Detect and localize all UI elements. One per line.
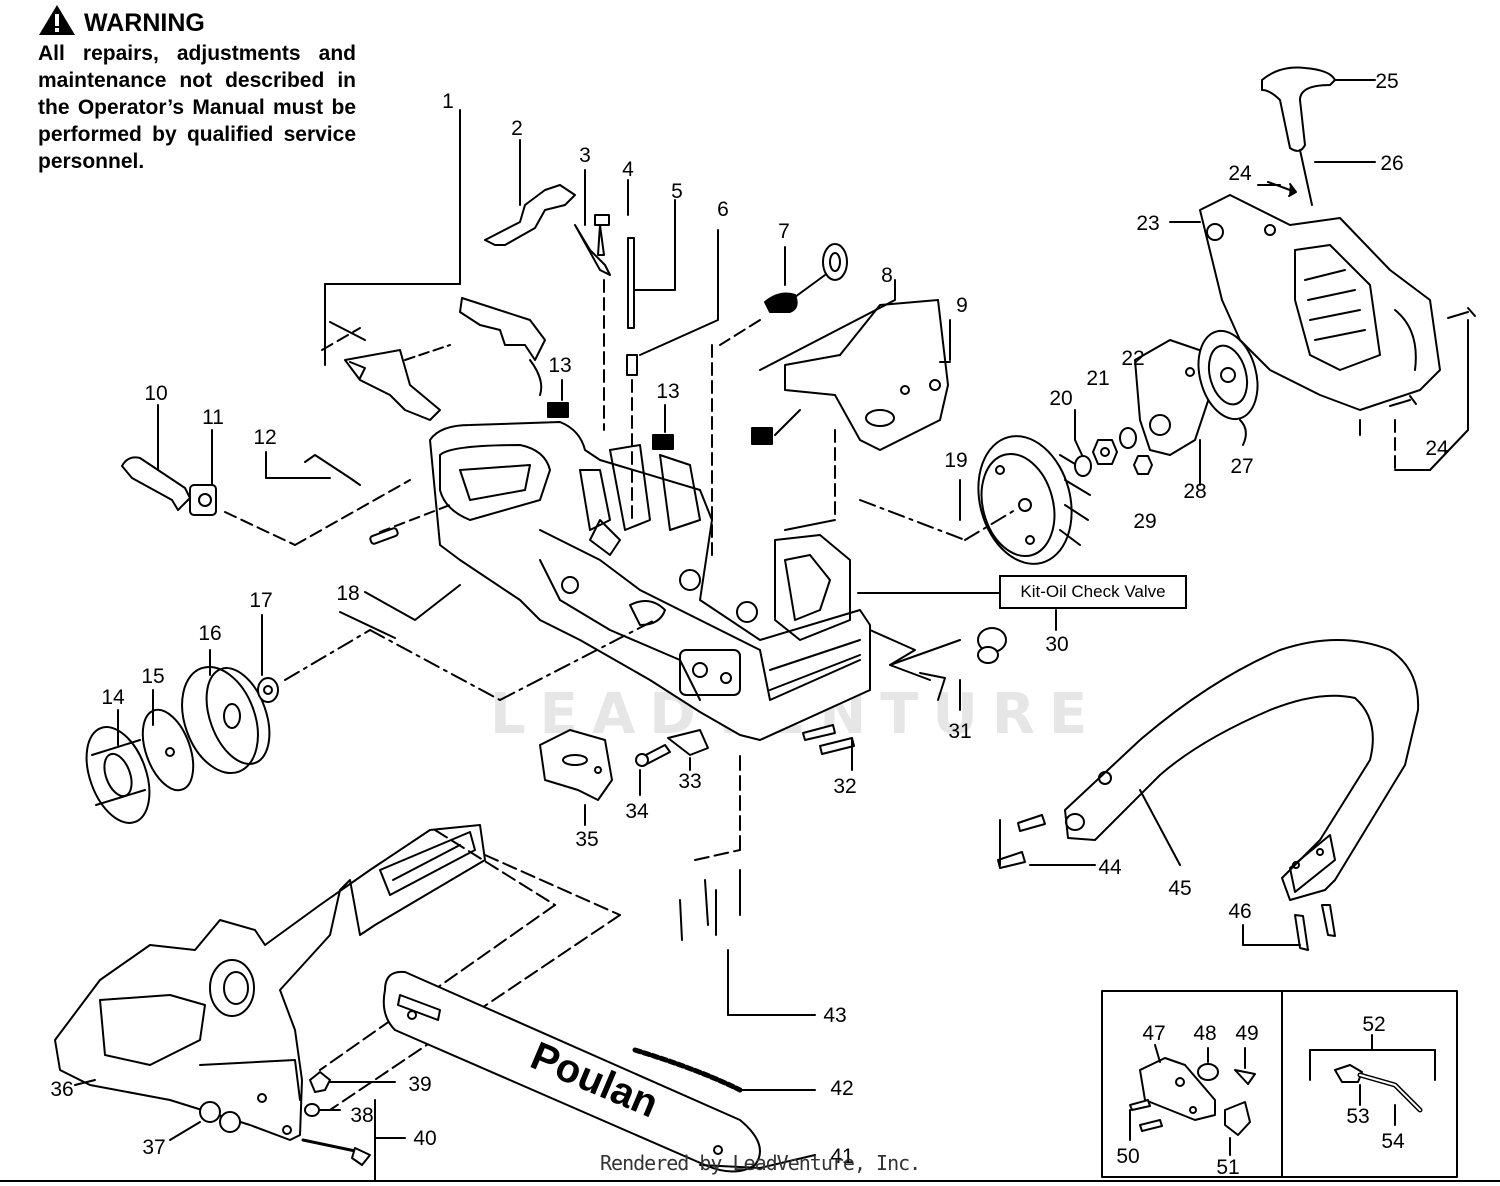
throttle-rod	[626, 199, 676, 521]
part-number-label: 6	[717, 198, 729, 221]
part-number-label: 2	[511, 117, 523, 140]
part-number-label: 51	[1216, 1156, 1239, 1179]
part-number-label: 38	[350, 1104, 373, 1127]
fuel-filter	[719, 243, 848, 346]
bolts-32	[802, 724, 855, 771]
starter-pawl-disc	[1197, 329, 1259, 446]
part-number-label: 23	[1136, 212, 1159, 235]
part-number-label: 44	[1098, 856, 1122, 879]
part-number-label: 7	[778, 220, 790, 243]
screws-24	[1257, 181, 1476, 471]
bottom-rule	[0, 1180, 1500, 1182]
part-number-label: 3	[579, 144, 591, 167]
spring-and-pin	[574, 169, 629, 431]
part-number-label: 27	[1230, 455, 1253, 478]
warning-block: WARNING All repairs, adjustments and mai…	[38, 4, 356, 175]
warning-text: All repairs, adjustments and maintenance…	[38, 42, 356, 173]
clutch-assembly	[85, 614, 656, 824]
muffler-shield	[751, 279, 951, 531]
part-number-label: 4	[622, 158, 634, 181]
part-number-label: 50	[1116, 1145, 1139, 1168]
part-number-label: 54	[1381, 1130, 1405, 1153]
part-number-label: 22	[1121, 347, 1144, 370]
trigger-lock	[484, 139, 576, 246]
warning-heading: WARNING	[38, 4, 356, 43]
part-number-label: 1	[442, 90, 454, 113]
part-number-label: 15	[141, 665, 164, 688]
part-number-label: 18	[336, 582, 359, 605]
warning-triangle-icon	[38, 4, 76, 43]
part-number-label: 12	[253, 426, 276, 449]
part-number-label: 47	[1142, 1022, 1165, 1045]
front-handle	[1064, 639, 1420, 901]
part-number-label: 20	[1049, 387, 1072, 410]
part-number-label: 39	[408, 1073, 431, 1096]
part-number-label: 43	[823, 1004, 846, 1027]
saw-chain	[632, 1047, 816, 1093]
part-number-label: 11	[202, 406, 224, 429]
part-number-label: 24	[1228, 162, 1252, 185]
part-number-label: 52	[1362, 1013, 1385, 1036]
part-number-label: 46	[1228, 900, 1251, 923]
part-number-label: 14	[101, 686, 125, 709]
warning-title: WARNING	[84, 8, 205, 37]
part-number-label: 35	[575, 828, 598, 851]
part-number-label: 19	[944, 449, 967, 472]
part-number-label: 24	[1425, 437, 1449, 460]
part-number-label: 25	[1375, 70, 1398, 93]
part-number-label: 32	[833, 775, 856, 798]
part-number-label: 29	[1133, 510, 1156, 533]
part-number-label: 41	[830, 1145, 853, 1168]
part-number-label: 13	[656, 380, 679, 403]
part-number-label: 16	[198, 622, 221, 645]
handle-bolts	[997, 814, 1336, 951]
part-number-label: 49	[1235, 1022, 1258, 1045]
part-number-label: 36	[50, 1078, 73, 1101]
part-number-label: 26	[1380, 152, 1403, 175]
footer-credit: Rendered by LeadVenture, Inc.	[600, 1151, 921, 1175]
part-number-label: 40	[413, 1127, 436, 1150]
part-number-label: 33	[678, 770, 701, 793]
engine-housing	[429, 421, 871, 741]
part-number-label: 31	[948, 720, 971, 743]
kit-oil-check-valve-callout: Kit-Oil Check Valve	[999, 575, 1187, 609]
bar-plate	[539, 729, 613, 826]
chain-brake-lever	[121, 404, 411, 546]
part-number-label: 17	[249, 589, 272, 612]
bolts-43	[679, 749, 816, 1016]
part-number-label: 30	[1045, 633, 1068, 656]
part-number-label: 9	[956, 294, 968, 317]
starter-handle	[1261, 66, 1376, 206]
part-number-label: 28	[1183, 480, 1206, 503]
clutch-cover	[54, 824, 486, 1141]
part-number-label: 53	[1346, 1105, 1369, 1128]
flywheel	[859, 435, 1091, 565]
guide-bar: Poulan	[382, 970, 816, 1173]
part-number-label: 42	[830, 1077, 853, 1100]
starter-pulley	[1134, 339, 1211, 486]
part-number-label: 34	[625, 800, 649, 823]
part-number-label: 8	[881, 264, 893, 287]
part-number-label: 37	[142, 1136, 165, 1159]
part-number-label: 13	[548, 354, 571, 377]
part-number-label: 21	[1086, 367, 1109, 390]
oil-hose-parts	[1309, 1034, 1436, 1126]
starter-housing	[1169, 194, 1441, 411]
part-number-label: 5	[671, 180, 683, 203]
throttle-assembly	[321, 109, 546, 421]
oil-pump-parts	[1129, 1044, 1256, 1156]
part-number-label: 10	[144, 382, 167, 405]
part-number-label: 48	[1193, 1022, 1216, 1045]
part-number-label: 45	[1168, 877, 1191, 900]
